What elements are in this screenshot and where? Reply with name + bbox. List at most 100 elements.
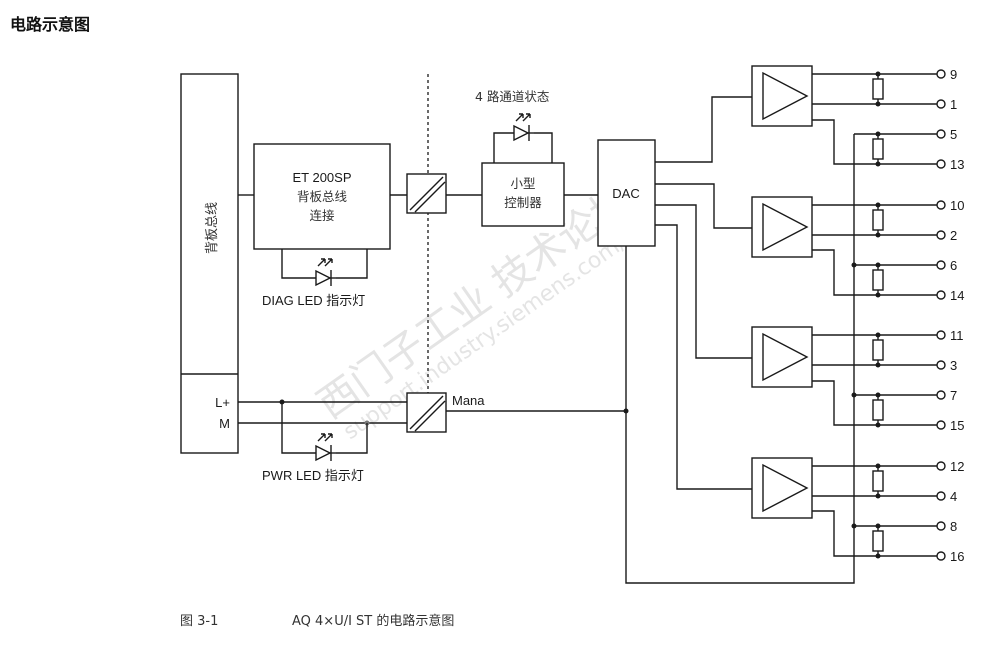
junction-dot	[875, 332, 881, 338]
amplifier-icon	[762, 71, 809, 121]
dac-block: DAC	[597, 139, 656, 247]
terminal-icon	[936, 551, 946, 561]
terminal-icon	[936, 260, 946, 270]
dac-output-wire	[655, 96, 752, 163]
mana-label: Mana	[452, 393, 485, 408]
terminal-label: 15	[950, 418, 964, 433]
junction-dot	[875, 232, 881, 238]
resistor-icon	[872, 209, 884, 231]
page-heading: 电路示意图	[10, 15, 90, 34]
terminal-icon	[936, 129, 946, 139]
junction-dot	[875, 493, 881, 499]
dac-label: DAC	[612, 186, 639, 201]
terminal-icon	[936, 420, 946, 430]
terminal-label: 13	[950, 157, 964, 172]
resistor-icon	[872, 339, 884, 361]
resistor-icon	[872, 138, 884, 160]
terminal-label: 14	[950, 288, 964, 303]
terminal-label: 16	[950, 549, 964, 564]
et200sp-line3: 连接	[309, 208, 335, 223]
junction-dot	[875, 292, 881, 298]
output-wire	[812, 119, 937, 165]
dac-output-wire	[655, 204, 752, 359]
terminal-icon	[936, 200, 946, 210]
output-wire	[812, 249, 937, 296]
junction-dot	[875, 202, 881, 208]
backplane-bus-label: 背板总线	[205, 202, 220, 254]
channel-status-led-icon	[513, 113, 534, 142]
terminal-label: 6	[950, 258, 957, 273]
pwr-led-icon	[315, 433, 336, 462]
resistor-icon	[872, 269, 884, 291]
terminal-label: 2	[950, 228, 957, 243]
junction-dot	[875, 523, 881, 529]
dac-output-wire	[655, 224, 752, 490]
amplifier-block	[751, 196, 813, 258]
pwr-led-label: PWR LED 指示灯	[262, 468, 364, 483]
amplifier-block	[751, 457, 813, 519]
m-label: M	[219, 416, 230, 431]
amplifier-block	[751, 326, 813, 388]
figure-number: 图 3-1	[180, 614, 218, 629]
junction-dot	[875, 422, 881, 428]
terminal-icon	[936, 330, 946, 340]
terminal-label: 9	[950, 67, 957, 82]
dac-output-wire	[655, 183, 752, 229]
terminal-icon	[936, 360, 946, 370]
channel-status-label: 4 路通道状态	[475, 89, 549, 104]
diag-led-label: DIAG LED 指示灯	[262, 293, 365, 308]
isolator-1-icon	[390, 173, 482, 214]
junction-dot	[875, 362, 881, 368]
terminal-icon	[936, 99, 946, 109]
l-plus-label: L+	[215, 395, 230, 410]
junction-dot	[875, 131, 881, 137]
controller-line1: 小型	[510, 176, 535, 191]
controller-line2: 控制器	[504, 195, 542, 210]
junction-dot	[851, 523, 857, 529]
terminal-icon	[936, 521, 946, 531]
terminal-label: 12	[950, 459, 964, 474]
terminal-icon	[936, 159, 946, 169]
resistor-icon	[872, 470, 884, 492]
terminal-icon	[936, 491, 946, 501]
amplifier-block	[751, 65, 813, 127]
power-section: PWR LED 指示灯 Mana	[238, 134, 855, 584]
terminal-icon	[936, 290, 946, 300]
micro-controller-block: 小型 控制器 4 路通道状态	[475, 89, 598, 227]
junction-dot	[875, 101, 881, 107]
amplifier-icon	[762, 202, 809, 252]
terminal-icon	[936, 69, 946, 79]
amplifier-icon	[762, 463, 809, 513]
junction-dot	[875, 463, 881, 469]
junction-dot	[851, 262, 857, 268]
amplifier-icon	[762, 332, 809, 382]
terminal-label: 7	[950, 388, 957, 403]
et200sp-block: ET 200SP 背板总线 连接 DIAG LED 指示灯	[238, 143, 391, 308]
junction-dot	[875, 553, 881, 559]
junction-dot	[875, 392, 881, 398]
diag-led-icon	[315, 258, 336, 287]
et200sp-title: ET 200SP	[292, 170, 351, 185]
junction-dot	[851, 392, 857, 398]
junction-dot	[875, 161, 881, 167]
terminal-label: 11	[950, 328, 964, 343]
isolator-2-icon	[406, 392, 447, 433]
resistor-icon	[872, 399, 884, 421]
terminal-label: 3	[950, 358, 957, 373]
figure-caption: AQ 4×U/I ST 的电路示意图	[292, 613, 454, 629]
output-wire	[812, 510, 937, 557]
terminal-icon	[936, 390, 946, 400]
terminal-label: 1	[950, 97, 957, 112]
output-wire	[812, 380, 937, 426]
backplane-bus-block: 背板总线 L+ M	[180, 73, 239, 454]
et200sp-line2: 背板总线	[297, 189, 348, 204]
terminal-label: 8	[950, 519, 957, 534]
terminal-label: 10	[950, 198, 964, 213]
resistor-icon	[872, 78, 884, 100]
terminal-label: 5	[950, 127, 957, 142]
junction-dot	[875, 262, 881, 268]
terminal-icon	[936, 461, 946, 471]
resistor-icon	[872, 530, 884, 552]
